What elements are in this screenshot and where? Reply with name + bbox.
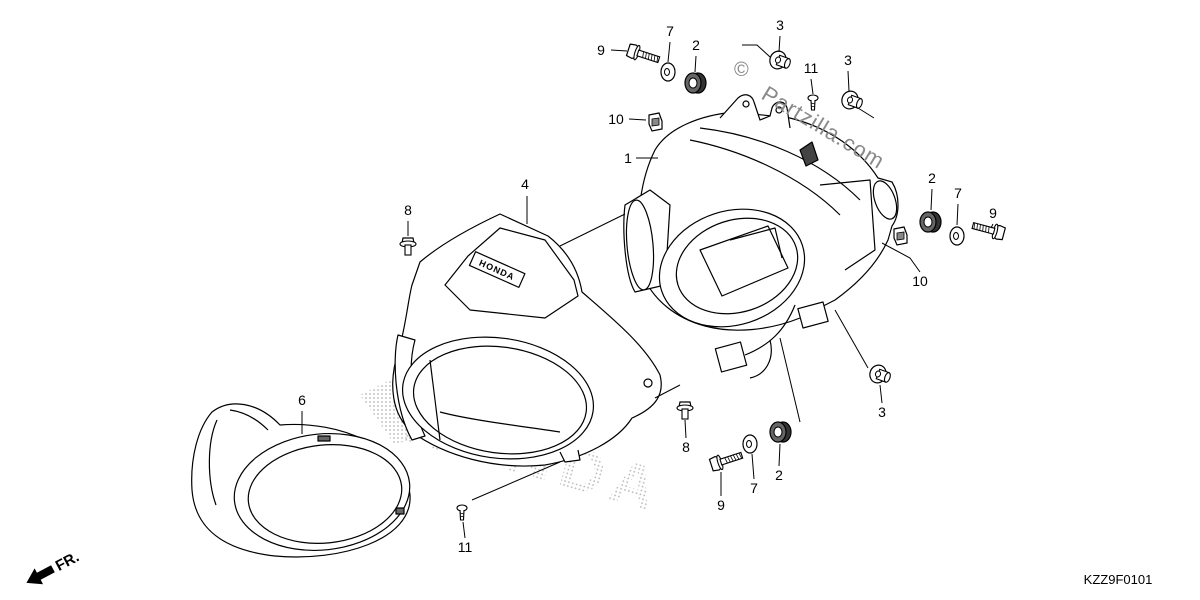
leader-line — [778, 35, 781, 53]
part-7-washer-bottom — [742, 434, 758, 454]
leader-line — [559, 213, 626, 247]
callout-clip-right: 10 — [912, 273, 928, 289]
leader-line — [847, 70, 850, 92]
part-7-washer-right — [949, 226, 965, 246]
leader-line — [857, 107, 875, 119]
leader-line — [810, 78, 814, 95]
leader-lines — [301, 35, 994, 539]
leader-line — [654, 384, 681, 399]
callout-washer-right: 7 — [954, 185, 962, 201]
part-8-bolt-bottom — [676, 401, 694, 420]
leader-line — [610, 49, 628, 52]
front-arrow-icon — [26, 565, 55, 585]
part-4-headlight-case: HONDA — [392, 213, 662, 467]
callout-bolt-top: 9 — [597, 42, 605, 58]
leader-line — [471, 461, 561, 501]
part-3-collar-top — [766, 48, 794, 74]
leader-line — [990, 223, 994, 229]
callout-washer-bottom: 7 — [750, 480, 758, 496]
leader-line — [667, 41, 671, 63]
callout-grommet-top: 2 — [692, 37, 700, 53]
front-direction-label: FR. — [53, 548, 82, 574]
copyright-symbol: © — [734, 59, 749, 81]
part-3-collar-bottom — [866, 362, 894, 388]
callout-grommet-bottom: 2 — [775, 467, 783, 483]
leader-line — [628, 118, 647, 121]
leader-line — [694, 55, 697, 73]
leader-line — [956, 203, 959, 226]
leader-line — [684, 419, 687, 439]
part-2-grommet-bottom — [769, 421, 792, 443]
part-2-grommet-right — [919, 211, 942, 233]
leader-line — [930, 188, 933, 211]
callout-grommet-right: 2 — [928, 170, 936, 186]
part-10-clip-top — [648, 112, 663, 132]
callout-collar-top-right: 3 — [844, 52, 852, 68]
callout-bolt-left: 8 — [404, 202, 412, 218]
callout-bolt-bottom: 8 — [682, 439, 690, 455]
callout-clip-top: 10 — [608, 111, 624, 127]
callout-labels: 9 7 2 3 11 3 10 1 4 8 2 7 9 10 3 8 6 2 7… — [298, 17, 997, 555]
part-10-clip-right — [893, 226, 908, 246]
leader-line — [778, 443, 781, 467]
leader-line — [779, 337, 801, 423]
callout-screw-top: 11 — [804, 60, 819, 76]
leader-line — [834, 309, 869, 369]
part-9-bolt-top — [625, 42, 662, 68]
part-9-bolt-bottom — [708, 447, 745, 473]
callout-headlight-rim: 6 — [298, 392, 306, 408]
leader-line — [742, 44, 771, 58]
part-2-grommet-top — [684, 72, 707, 94]
callout-bolt-bottom-9: 9 — [717, 497, 725, 513]
callout-headlight-unit: 1 — [624, 150, 632, 166]
leader-line — [881, 242, 921, 273]
part-6-headlight-rim — [191, 403, 411, 558]
callout-bolt-right: 9 — [989, 205, 997, 221]
leader-line — [879, 384, 883, 404]
part-1-headlight-unit — [623, 94, 899, 379]
callout-screw-bottom: 11 — [458, 539, 473, 555]
callout-collar-bottom: 3 — [878, 404, 886, 420]
leader-line — [462, 521, 466, 539]
leader-line — [751, 453, 755, 480]
diagram-code: KZZ9F0101 — [1084, 572, 1153, 587]
callout-washer-top: 7 — [666, 23, 674, 39]
part-3-collar-top-right — [838, 88, 866, 114]
part-7-washer-top — [660, 62, 676, 82]
part-11-screw-bottom — [456, 504, 468, 521]
part-8-bolt-left — [399, 237, 417, 256]
callout-headlight-case: 4 — [521, 176, 529, 192]
callout-collar-top: 3 — [776, 17, 784, 33]
front-direction-indicator: FR. — [26, 548, 82, 585]
part-9-bolt-right — [970, 217, 1007, 242]
